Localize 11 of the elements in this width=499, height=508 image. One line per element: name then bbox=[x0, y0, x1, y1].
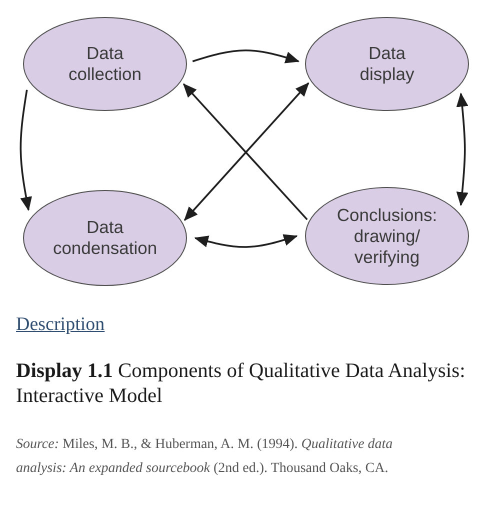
arrow bbox=[192, 49, 300, 64]
source-note: Source: Miles, M. B., & Huberman, A. M. (1994). Qualitative data analysis: An expanded sourcebook (2nd ed.). Thousand Oaks, CA. bbox=[16, 436, 394, 478]
node-label: Data collection bbox=[68, 43, 142, 85]
node-label: Data display bbox=[358, 43, 416, 85]
node-label: Data condensation bbox=[52, 217, 158, 259]
node-label: Conclusions: drawing/ verifying bbox=[336, 204, 438, 268]
description-link: Description bbox=[16, 314, 105, 336]
double-arrow bbox=[194, 234, 298, 248]
arrow bbox=[20, 90, 32, 211]
figure-caption: Display 1.1 Components of Qualitative Data Analysis: Interactive Model bbox=[16, 359, 466, 409]
double-arrow bbox=[456, 92, 468, 206]
